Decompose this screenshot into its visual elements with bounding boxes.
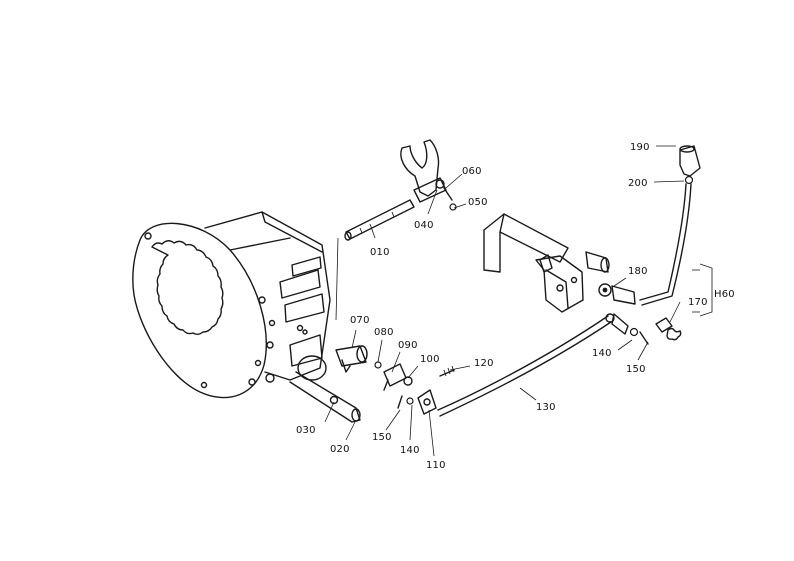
callout-010: 010 [370,247,390,258]
callout-070: 070 [350,315,370,326]
linkage-rod [437,313,649,417]
callout-H60: H60 [714,289,735,300]
callout-030: 030 [296,425,316,436]
shift-lever [598,145,713,341]
callout-020: 020 [330,444,350,455]
callout-170: 170 [688,297,708,308]
callout-100: 100 [420,354,440,365]
callout-labels: 010 020 030 040 050 060 070 080 090 100 … [296,142,735,471]
callout-150-lower: 150 [372,432,392,443]
callout-090: 090 [398,340,418,351]
callout-140-upper: 140 [592,348,612,359]
callout-200: 200 [628,178,648,189]
callout-040: 040 [414,220,434,231]
pedal-bracket [483,213,610,313]
callout-130: 130 [536,402,556,413]
callout-060: 060 [462,166,482,177]
callout-050: 050 [468,197,488,208]
callout-150-upper: 150 [626,364,646,375]
shift-fork [400,139,457,211]
callout-190: 190 [630,142,650,153]
callout-180: 180 [628,266,648,277]
leader-lines [324,145,685,457]
callout-080: 080 [374,327,394,338]
callout-140-lower: 140 [400,445,420,456]
clutch-housing [132,211,331,399]
shift-shaft [335,199,415,321]
callout-120: 120 [474,358,494,369]
callout-110: 110 [426,460,446,471]
